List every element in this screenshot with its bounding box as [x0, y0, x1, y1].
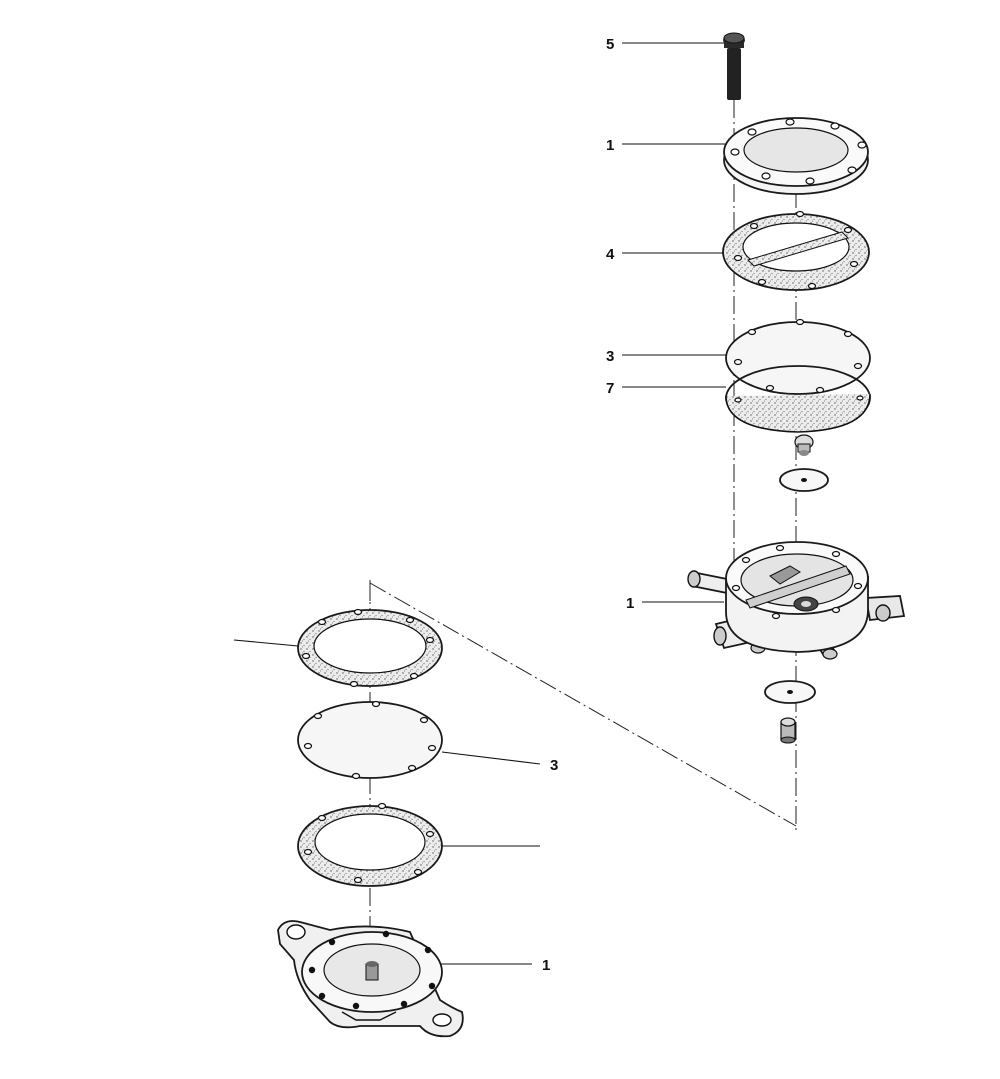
- callout-lower-base-label: 1: [542, 957, 550, 974]
- callout-upper-gasket-lower-label: 7: [606, 380, 614, 397]
- check-valve-upper: [779, 434, 829, 492]
- callout-screw-label: 5: [606, 36, 614, 53]
- pump-body: [687, 541, 906, 660]
- cover-screw: [723, 32, 745, 100]
- callout-upper-diaphragm-label: 3: [606, 348, 614, 365]
- callouts: 5 1 4 3 7 1 3 1: [233, 36, 726, 974]
- lower-diaphragm: [297, 700, 443, 780]
- upper-cover-plate: [723, 117, 869, 195]
- lower-base-housing: [277, 920, 464, 1038]
- callout-lower-diaphragm-label: 3: [550, 757, 558, 774]
- upper-stack-gasket: [725, 365, 871, 433]
- upper-gasket: [722, 210, 870, 291]
- callout-pump-body-label: 1: [626, 595, 634, 612]
- check-valve-lower: [764, 680, 816, 744]
- callout-upper-cover-label: 1: [606, 137, 614, 154]
- callout-upper-gasket-label: 4: [606, 246, 615, 263]
- lower-bottom-gasket: [297, 802, 443, 887]
- upper-diaphragm: [725, 318, 871, 395]
- lower-top-gasket: [297, 608, 443, 688]
